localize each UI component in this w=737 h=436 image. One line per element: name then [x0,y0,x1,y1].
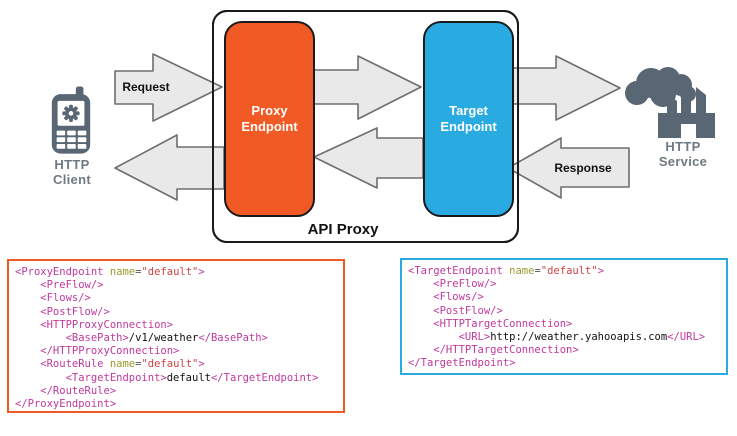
code-line: <Flows/> [408,291,484,304]
mobile-client-icon [48,86,94,161]
proxy-endpoint-label: Proxy Endpoint [241,103,298,134]
request-arrow [114,53,223,122]
target-endpoint-box: Target Endpoint [423,21,514,217]
proxy-to-client-return-arrow [114,134,225,201]
code-line: <ProxyEndpoint name="default"> [15,266,205,278]
request-arrow-label: Request [122,80,170,94]
code-line: <PostFlow/> [15,305,110,318]
code-line: </TargetEndpoint> [408,357,516,370]
proxy-endpoint-box: Proxy Endpoint [224,21,315,217]
factory-service-icon [620,56,720,145]
code-line: <PreFlow/> [408,278,497,291]
code-line: </ProxyEndpoint> [15,397,117,410]
code-line: <RouteRule name="default"> [15,358,205,371]
code-line: <TargetEndpoint>default</TargetEndpoint> [15,371,319,384]
gear-icon [62,104,80,122]
response-arrow-label: Response [554,161,612,175]
code-line: <HTTPTargetConnection> [408,317,573,330]
proxy-to-target-arrow [312,55,422,120]
http-service-label: HTTP Service [658,139,708,169]
code-line: <HTTPProxyConnection> [15,318,174,331]
code-line: <TargetEndpoint name="default"> [408,265,605,277]
code-line: <URL>http://weather.yahooapis.com</URL> [408,330,706,343]
code-line: </HTTPTargetConnection> [408,344,579,357]
response-arrow [507,137,630,199]
target-endpoint-code-block: <TargetEndpoint name="default"> <PreFlow… [400,258,728,375]
proxy-endpoint-code-block: <ProxyEndpoint name="default"> <PreFlow/… [7,259,345,413]
api-proxy-container-border [212,10,519,243]
code-line: <PostFlow/> [408,304,503,317]
http-client-label: HTTP Client [53,157,91,187]
code-line: </RouteRule> [15,384,117,397]
code-line: <Flows/> [15,292,91,305]
api-proxy-label: API Proxy [307,221,379,238]
code-line: <BasePath>/v1/weather</BasePath> [15,331,268,344]
code-line: </HTTPProxyConnection> [15,345,180,358]
target-endpoint-label: Target Endpoint [440,103,497,134]
target-to-service-arrow [511,55,621,121]
code-line: <PreFlow/> [15,279,104,292]
